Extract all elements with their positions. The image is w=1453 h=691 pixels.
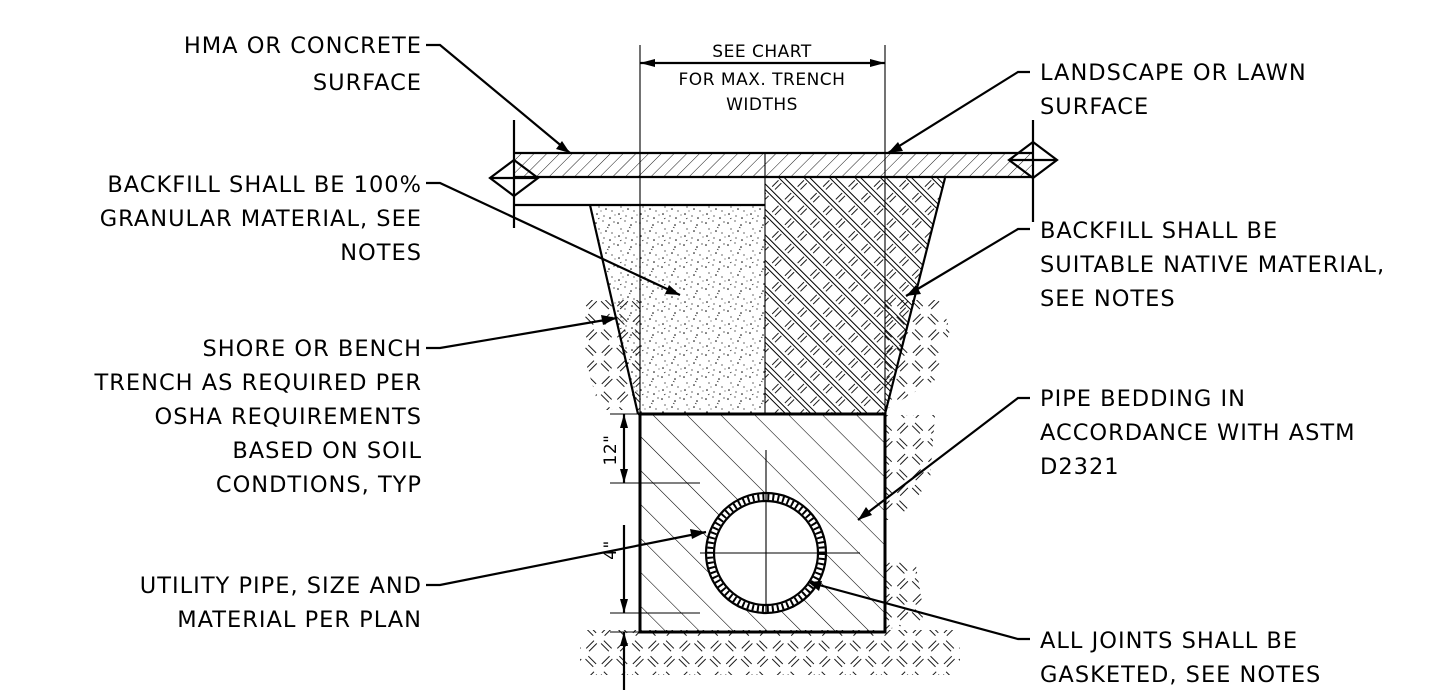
surface-layer — [513, 153, 1033, 177]
callout-granular-backfill: BACKFILL SHALL BE 100% GRANULAR MATERIAL… — [100, 172, 422, 266]
trench-width-line-1: SEE CHART — [712, 42, 812, 62]
svg-text:LANDSCAPE OR LAWN: LANDSCAPE OR LAWN — [1040, 60, 1307, 86]
svg-text:GRANULAR MATERIAL, SEE: GRANULAR MATERIAL, SEE — [100, 206, 422, 232]
svg-text:UTILITY PIPE, SIZE AND: UTILITY PIPE, SIZE AND — [140, 573, 422, 599]
svg-text:BASED ON SOIL: BASED ON SOIL — [232, 438, 422, 464]
svg-text:CONDTIONS, TYP: CONDTIONS, TYP — [216, 472, 422, 498]
svg-text:SUITABLE NATIVE MATERIAL,: SUITABLE NATIVE MATERIAL, — [1040, 252, 1385, 278]
trench-width-line-3: WIDTHS — [726, 95, 798, 115]
svg-text:HMA OR CONCRETE: HMA OR CONCRETE — [184, 33, 422, 59]
callout-native-backfill: BACKFILL SHALL BE SUITABLE NATIVE MATERI… — [1040, 218, 1385, 312]
svg-text:OSHA REQUIREMENTS: OSHA REQUIREMENTS — [155, 404, 422, 430]
trench-wall-left — [588, 204, 640, 415]
granular-backfill-zone — [590, 205, 765, 414]
svg-text:D2321: D2321 — [1040, 454, 1120, 480]
trench-wall-right — [883, 177, 947, 415]
break-symbol-left — [488, 120, 540, 228]
break-symbol-right — [1007, 120, 1059, 222]
leader-lines — [426, 43, 1030, 641]
trench-width-line-2: FOR MAX. TRENCH — [679, 70, 846, 90]
callout-pipe-bedding: PIPE BEDDING IN ACCORDANCE WITH ASTM D23… — [1040, 386, 1356, 480]
svg-text:BACKFILL SHALL BE: BACKFILL SHALL BE — [1040, 218, 1278, 244]
callout-shore-bench: SHORE OR BENCH TRENCH AS REQUIRED PER OS… — [94, 336, 422, 498]
svg-text:BACKFILL SHALL BE 100%: BACKFILL SHALL BE 100% — [107, 172, 422, 198]
svg-text:SURFACE: SURFACE — [1040, 94, 1149, 120]
svg-text:TRENCH AS REQUIRED PER: TRENCH AS REQUIRED PER — [94, 370, 422, 396]
svg-text:MATERIAL PER PLAN: MATERIAL PER PLAN — [177, 607, 422, 633]
trench-width-dimension: SEE CHART FOR MAX. TRENCH WIDTHS — [639, 42, 886, 632]
svg-text:SHORE OR BENCH: SHORE OR BENCH — [202, 336, 422, 362]
callout-gasketed-joints: ALL JOINTS SHALL BE GASKETED, SEE NOTES — [1040, 628, 1321, 688]
svg-text:ACCORDANCE WITH ASTM: ACCORDANCE WITH ASTM — [1040, 420, 1356, 446]
svg-text:SURFACE: SURFACE — [313, 70, 422, 96]
svg-text:PIPE BEDDING IN: PIPE BEDDING IN — [1040, 386, 1246, 412]
callout-landscape-surface: LANDSCAPE OR LAWN SURFACE — [1040, 60, 1307, 120]
dim-12in: 12" — [601, 435, 621, 466]
svg-text:NOTES: NOTES — [340, 240, 422, 266]
callout-utility-pipe: UTILITY PIPE, SIZE AND MATERIAL PER PLAN — [140, 573, 422, 633]
svg-text:SEE NOTES: SEE NOTES — [1040, 286, 1176, 312]
svg-text:GASKETED, SEE NOTES: GASKETED, SEE NOTES — [1040, 662, 1321, 688]
svg-text:ALL JOINTS SHALL BE: ALL JOINTS SHALL BE — [1040, 628, 1298, 654]
callout-hma-surface: HMA OR CONCRETE SURFACE — [184, 33, 422, 96]
utility-pipe — [700, 450, 860, 615]
